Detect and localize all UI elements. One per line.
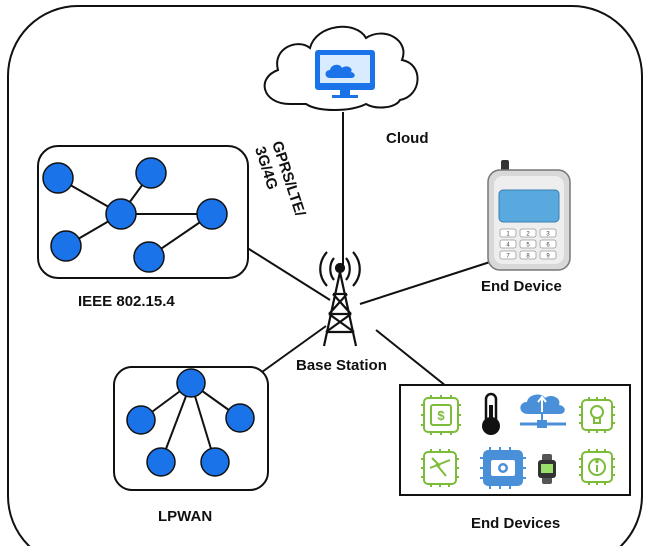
svg-text:$: $ <box>437 408 445 423</box>
phone-key-label: 9 <box>546 254 550 260</box>
cell-tower-icon <box>319 251 361 347</box>
network-node <box>42 162 74 194</box>
phone-key <box>539 228 557 238</box>
phone-key-label: 4 <box>506 243 510 249</box>
phone-key-label: 1 <box>506 232 510 238</box>
phone-key <box>539 239 557 249</box>
phone-key-label: 2 <box>526 232 530 238</box>
outer-frame <box>7 5 643 546</box>
chip-bulb-icon <box>579 397 615 433</box>
base-station-label: Base Station <box>296 357 387 374</box>
phone-key <box>539 250 557 260</box>
phone-key-label: 6 <box>546 243 550 249</box>
network-node <box>146 447 176 477</box>
phone-key <box>519 239 537 249</box>
cloud-label: Cloud <box>386 130 429 147</box>
network-node <box>133 241 165 273</box>
phone-key <box>499 228 517 238</box>
chip-camera-icon <box>480 447 526 489</box>
phone-key <box>499 250 517 260</box>
network-node <box>50 230 82 262</box>
smartwatch-icon <box>538 454 556 484</box>
lpwan-label: LPWAN <box>158 508 212 525</box>
lpwan-nodes <box>126 368 255 477</box>
phone-key-label: 5 <box>526 243 530 249</box>
lpwan-link <box>261 325 327 373</box>
ieee-label: IEEE 802.15.4 <box>78 293 175 310</box>
cloud-network-icon <box>520 394 566 428</box>
ieee-nodes <box>42 157 228 273</box>
chip-dollar-icon: $ <box>421 395 461 435</box>
phone-key <box>519 228 537 238</box>
chip-info-icon <box>579 449 615 485</box>
link-type-label: GPRS/LTE/ 3G/4G <box>251 139 309 219</box>
end-devices-label: End Devices <box>471 515 560 532</box>
phone-key <box>499 239 517 249</box>
end-device-link <box>359 261 491 305</box>
phone-key-label: 8 <box>526 254 530 260</box>
phone-key <box>519 250 537 260</box>
network-node <box>225 403 255 433</box>
network-node <box>126 405 156 435</box>
end-device-label: End Device <box>481 278 562 295</box>
end-devices-box <box>399 384 631 496</box>
network-node <box>200 447 230 477</box>
network-node <box>105 198 137 230</box>
network-node <box>196 198 228 230</box>
thermometer-icon <box>482 392 500 435</box>
cloud-monitor-icon <box>263 25 419 111</box>
phone-key-label: 3 <box>546 232 550 238</box>
phone-keypad: 1 2 3 4 5 6 7 8 9 <box>499 228 557 260</box>
phone-key-label: 7 <box>506 254 510 260</box>
ieee-box <box>37 145 249 279</box>
chip-plane-icon <box>421 449 459 487</box>
network-node <box>135 157 167 189</box>
end-devices-link <box>375 329 447 387</box>
network-node <box>176 368 206 398</box>
